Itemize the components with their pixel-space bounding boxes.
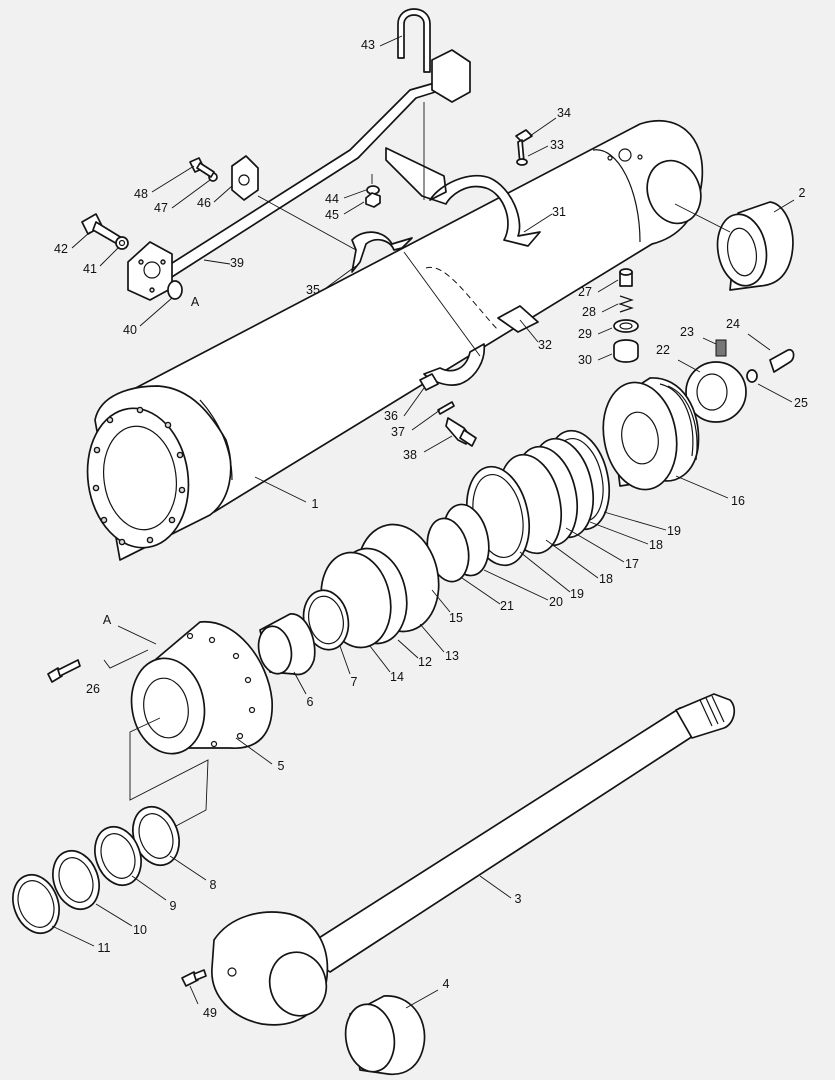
seal-group-bracket — [129, 717, 209, 827]
bolt-part-26 — [47, 659, 81, 683]
callout-c32: 32 — [538, 338, 552, 352]
callout-c29: 29 — [578, 327, 592, 341]
callout-c16: 16 — [731, 494, 745, 508]
flange-bolt-holes — [92, 406, 186, 546]
callout-c33: 33 — [550, 138, 564, 152]
piston-part-16 — [602, 377, 700, 491]
callout-c23: 23 — [680, 325, 694, 339]
callout-cA1: A — [191, 295, 200, 309]
callout-c17: 17 — [625, 557, 639, 571]
callout-c46: 46 — [197, 196, 211, 210]
piston-nut-part-22 — [685, 361, 747, 423]
callout-c27: 27 — [578, 285, 592, 299]
callout-c44: 44 — [325, 192, 339, 206]
cylinder-tube-part-1 — [86, 119, 704, 561]
callout-c39: 39 — [230, 256, 244, 270]
callout-c3: 3 — [515, 892, 522, 906]
clamp-block-part-46 — [231, 155, 259, 201]
bolt-part-48 — [189, 157, 215, 178]
leader-lines — [51, 35, 795, 1009]
callout-c36: 36 — [384, 409, 398, 423]
spacer-part-37 — [437, 401, 455, 415]
callout-c35: 35 — [306, 283, 320, 297]
callout-c38: 38 — [403, 448, 417, 462]
callout-c37: 37 — [391, 425, 405, 439]
seal-part-9 — [94, 825, 142, 887]
callout-c19a: 19 — [667, 524, 681, 538]
callout-c1: 1 — [312, 497, 319, 511]
bushing-part-4 — [344, 995, 426, 1076]
ring-part-29 — [613, 319, 639, 333]
callout-c48: 48 — [134, 187, 148, 201]
callout-c49: 49 — [203, 1006, 217, 1020]
callout-c28: 28 — [582, 305, 596, 319]
ring-part-25 — [746, 369, 758, 383]
callout-c21: 21 — [500, 599, 514, 613]
callout-c30: 30 — [578, 353, 592, 367]
callout-c5: 5 — [278, 759, 285, 773]
callout-c26: 26 — [86, 682, 100, 696]
callout-c12: 12 — [418, 655, 432, 669]
callout-c20: 20 — [549, 595, 563, 609]
callout-c45: 45 — [325, 208, 339, 222]
callout-c2: 2 — [799, 186, 806, 200]
callout-c34: 34 — [557, 106, 571, 120]
callout-c25: 25 — [794, 396, 808, 410]
washer-part-33 — [516, 158, 528, 166]
clamp-band-part-31 — [385, 147, 541, 247]
callout-c7: 7 — [351, 675, 358, 689]
o-ring-part-40 — [167, 280, 183, 300]
cylinder-head-part-5 — [130, 621, 273, 755]
pin-part-24 — [769, 348, 795, 373]
callout-c31: 31 — [552, 205, 566, 219]
grease-fitting-part-49 — [181, 969, 207, 987]
washer-part-41 — [115, 236, 129, 250]
callout-c15: 15 — [449, 611, 463, 625]
callout-c24: 24 — [726, 317, 740, 331]
seal-part-10 — [52, 849, 100, 911]
seal-part-11 — [12, 873, 60, 935]
pipe-support-block — [431, 49, 471, 103]
callout-c9: 9 — [170, 899, 177, 913]
bushing-part-6 — [257, 613, 316, 676]
piston-rod-part-3 — [299, 693, 736, 973]
callout-c40: 40 — [123, 323, 137, 337]
callout-c8: 8 — [210, 878, 217, 892]
bolt-part-34 — [515, 129, 533, 165]
nut-part-45 — [365, 192, 381, 208]
clamp-band-part-32 — [423, 266, 539, 386]
callout-c13: 13 — [445, 649, 459, 663]
callout-c10: 10 — [133, 923, 147, 937]
callout-c18a: 18 — [649, 538, 663, 552]
rod-eye — [211, 911, 329, 1026]
u-bolt-part-43 — [397, 8, 431, 73]
callout-c11: 11 — [98, 941, 111, 955]
clamp-part-35 — [351, 231, 413, 273]
callout-c19b: 19 — [570, 587, 584, 601]
callout-c47: 47 — [154, 201, 168, 215]
callout-c18b: 18 — [599, 572, 613, 586]
plug-part-27 — [619, 268, 633, 287]
callout-c4: 4 — [443, 977, 450, 991]
plug-part-30 — [613, 339, 639, 363]
set-screw-part-23 — [715, 339, 727, 357]
pipe-assembly-part-39 — [127, 79, 449, 301]
callout-c14: 14 — [390, 670, 404, 684]
spring-part-28 — [618, 295, 634, 313]
bolt-part-38 — [445, 417, 477, 447]
bolt-part-42 — [81, 213, 123, 246]
callout-c6: 6 — [307, 695, 314, 709]
callout-cA2: A — [103, 613, 112, 627]
callout-c41: 41 — [83, 262, 97, 276]
callout-c22: 22 — [656, 343, 670, 357]
callout-c42: 42 — [54, 242, 68, 256]
callout-c43: 43 — [361, 38, 375, 52]
clamp-part-36 — [419, 373, 439, 391]
bushing-part-2 — [716, 201, 794, 291]
